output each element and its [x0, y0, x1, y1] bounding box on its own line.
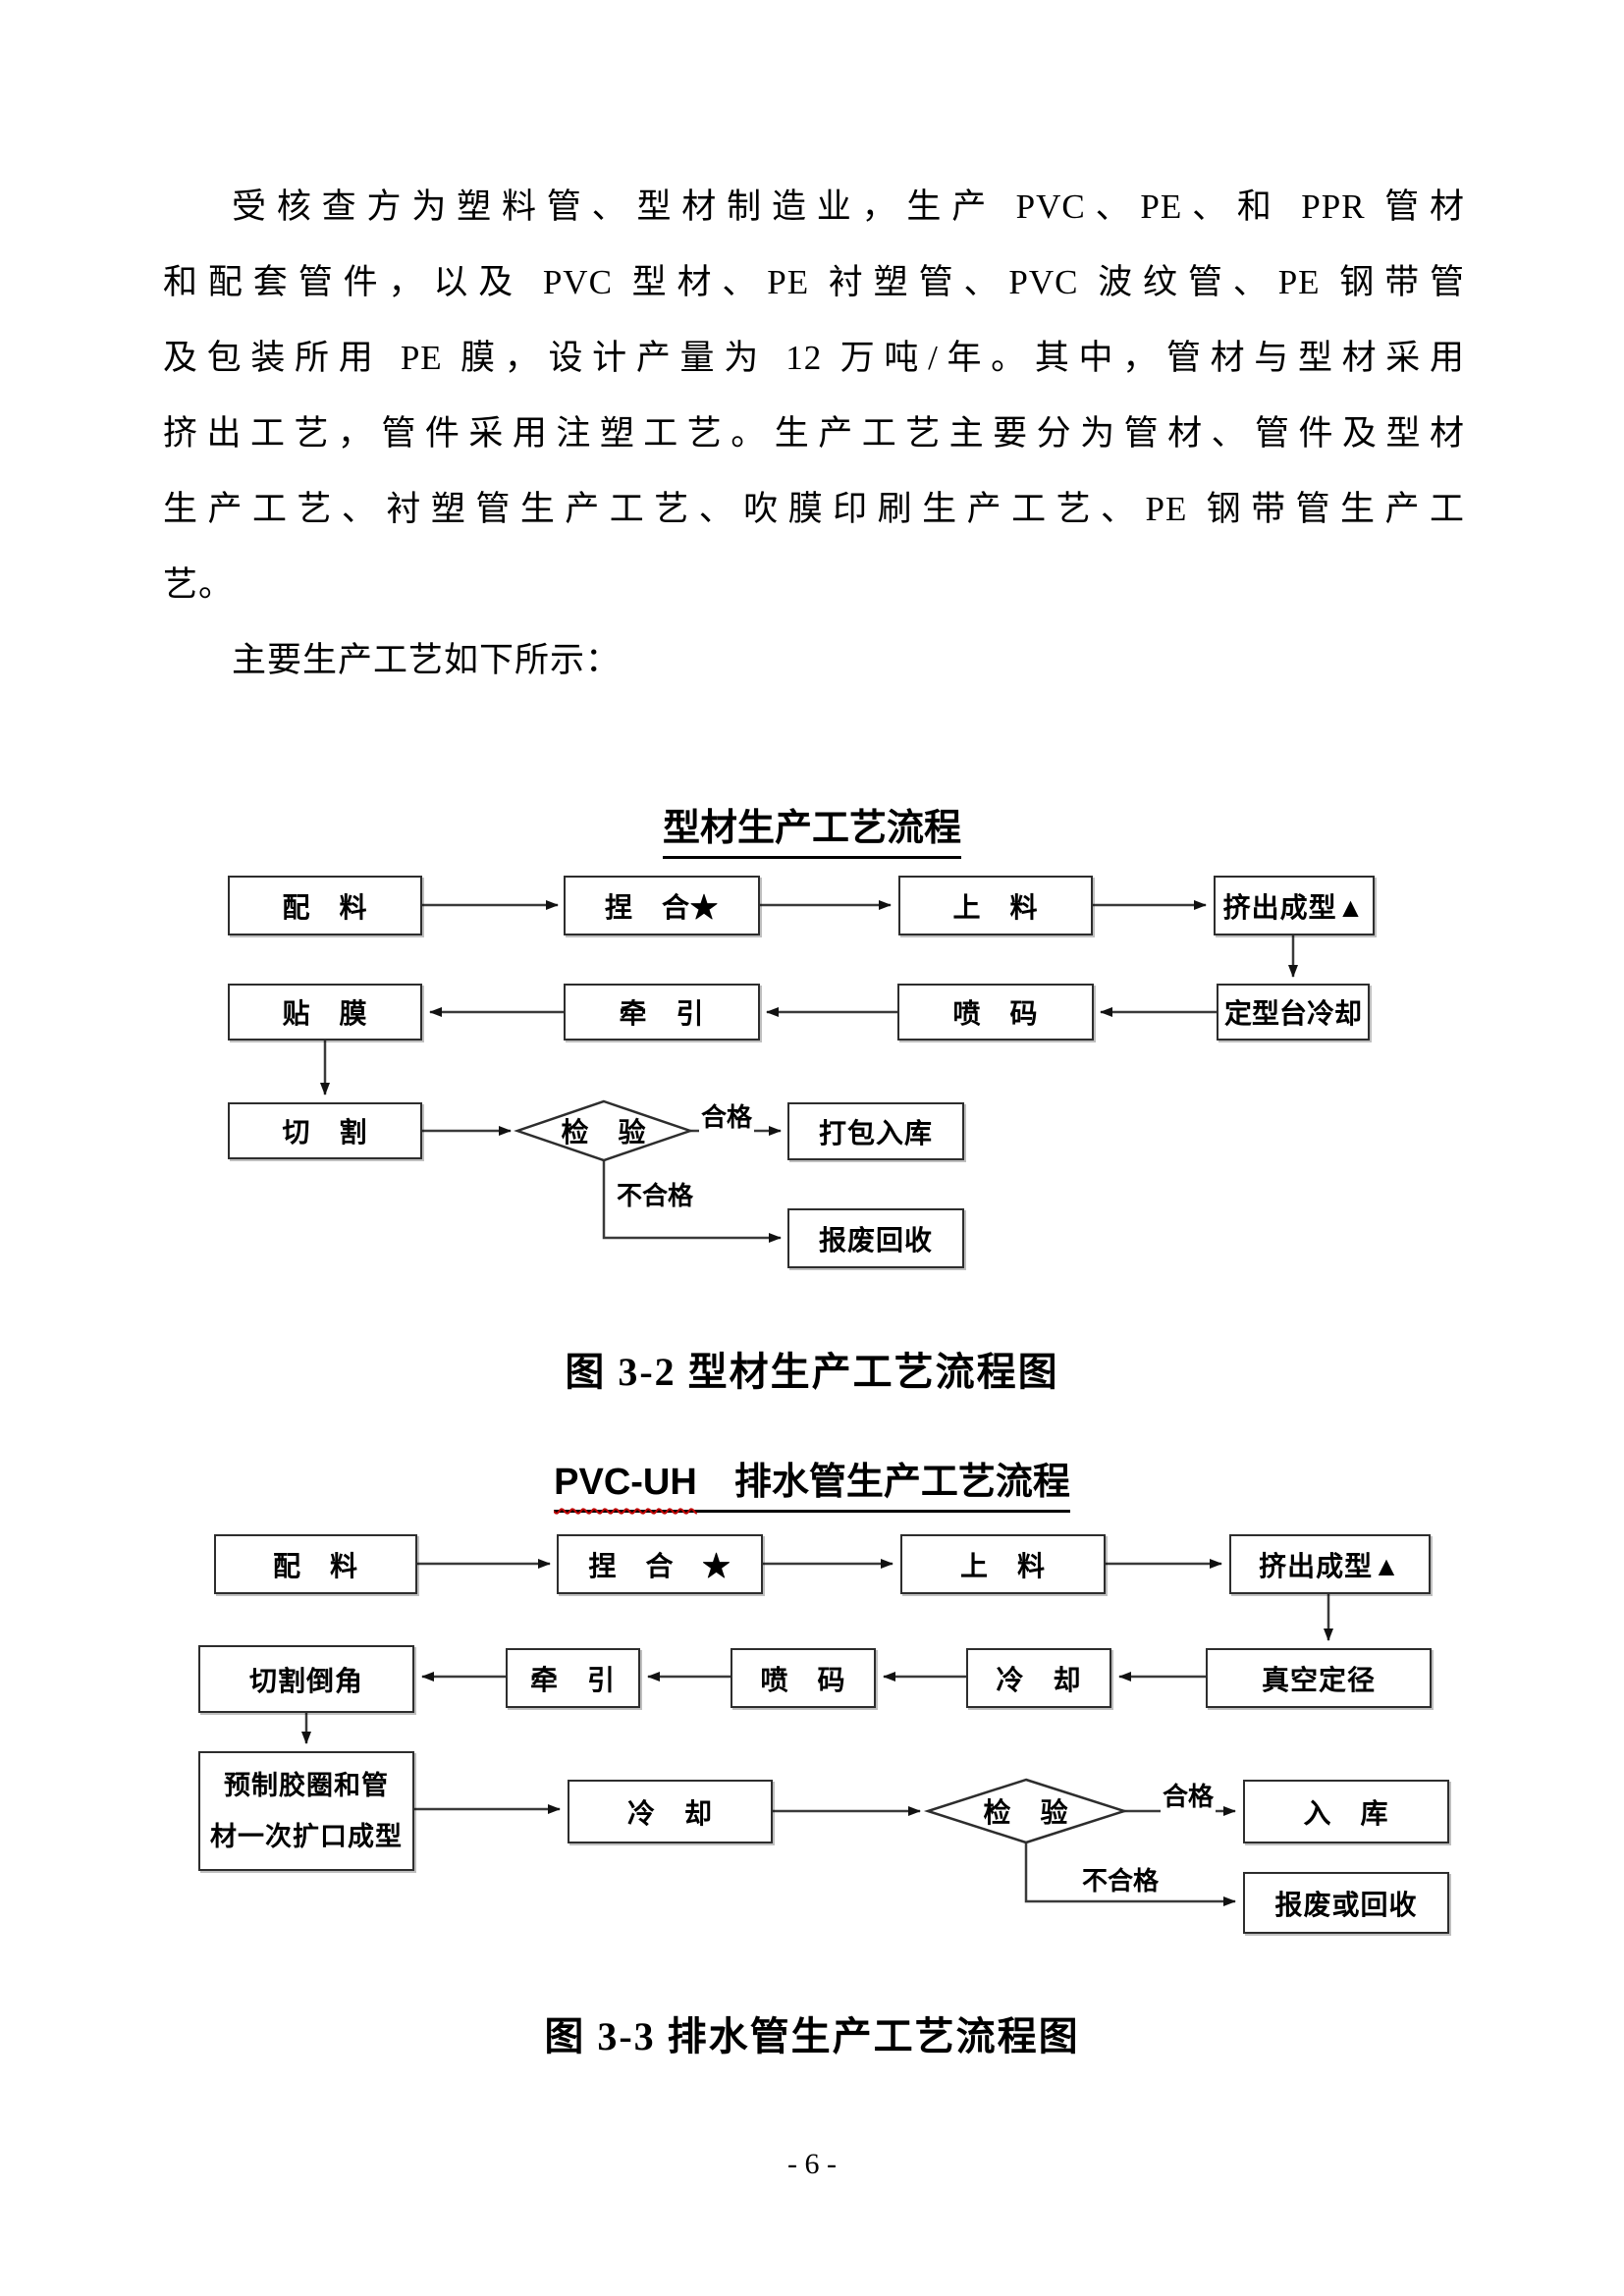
chart2-title-en: PVC-UH — [554, 1462, 697, 1503]
node2-baofei: 报废或回收 — [1243, 1872, 1449, 1934]
node2-lengque2: 冷 却 — [568, 1780, 773, 1843]
node2-lengque: 冷 却 — [966, 1648, 1111, 1708]
node2-zhenkongdingjing: 真空定径 — [1206, 1648, 1432, 1708]
paragraph-line: 受核查方为塑料管、型材制造业，生产 PVC、PE、和 PPR 管材 — [232, 187, 1465, 226]
arrow — [602, 1160, 782, 1243]
chart2-caption: 图 3-3 排水管生产工艺流程图 — [544, 2014, 1080, 2058]
node2-peiliao: 配 料 — [214, 1534, 417, 1594]
chart2-title-cn: 排水管生产工艺流程 — [696, 1462, 1070, 1503]
node-shangliao: 上 料 — [898, 876, 1093, 935]
paragraph-line: 和配套管件，以及 PVC 型材、PE 衬塑管、PVC 波纹管、PE 钢带管 — [163, 263, 1465, 301]
edge-label-fail: 不合格 — [615, 1176, 696, 1212]
decision-diamond — [923, 1778, 1129, 1844]
body-paragraph: 受核查方为塑料管、型材制造业，生产 PVC、PE、和 PPR 管材 和配套管件，… — [163, 169, 1465, 698]
decision-diamond — [514, 1099, 694, 1162]
edge-label-pass: 合格 — [699, 1097, 755, 1134]
chart2-title: PVC-UH 排水管生产工艺流程 — [0, 1451, 1624, 1513]
lead-in-line: 主要生产工艺如下所示： — [232, 641, 622, 679]
edge2-label-fail: 不合格 — [1080, 1861, 1162, 1897]
node2-qianyin: 牵 引 — [506, 1648, 640, 1708]
node2-qiegedaojiao: 切割倒角 — [198, 1645, 414, 1713]
node2-ruku: 入 库 — [1243, 1780, 1449, 1843]
node-dabaoruku: 打包入库 — [787, 1102, 964, 1160]
node-baofeihuishou: 报废回收 — [787, 1208, 964, 1268]
chart1-title: 型材生产工艺流程 — [0, 797, 1624, 859]
node2-yuzhi-line1: 预制胶圈和管 — [224, 1771, 389, 1800]
node-tiemo: 贴 膜 — [228, 984, 422, 1041]
node-qianyin: 牵 引 — [564, 984, 760, 1041]
node2-yuzhi-line2: 材一次扩口成型 — [210, 1822, 403, 1851]
decision-jianyan-label: 检 验 — [561, 1118, 647, 1148]
node-niehe: 捏 合★ — [564, 876, 760, 935]
node2-niehe: 捏 合 ★ — [557, 1534, 763, 1594]
node-qiege: 切 割 — [228, 1102, 422, 1159]
decision2-jianyan-label: 检 验 — [983, 1798, 1069, 1829]
chart1-caption: 图 3-2 型材生产工艺流程图 — [565, 1350, 1059, 1394]
paragraph-line: 生产工艺、衬塑管生产工艺、吹膜印刷生产工艺、PE 钢带管生产工 — [163, 490, 1465, 528]
node2-jichuchengxing: 挤出成型▲ — [1229, 1534, 1431, 1594]
paragraph-line: 及包装所用 PE 膜，设计产量为 12 万吨/年。其中，管材与型材采用 — [163, 339, 1465, 377]
edge2-label-pass: 合格 — [1161, 1777, 1217, 1813]
node-jichuchengxing: 挤出成型▲ — [1214, 876, 1375, 935]
page-number: - 6 - — [787, 2148, 837, 2180]
paragraph-line: 挤出工艺，管件采用注塑工艺。生产工艺主要分为管材、管件及型材 — [163, 414, 1465, 453]
node-peiliao: 配 料 — [228, 876, 422, 935]
node2-penma: 喷 码 — [731, 1648, 876, 1708]
node2-shangliao: 上 料 — [900, 1534, 1106, 1594]
paragraph-line: 艺。 — [163, 565, 235, 604]
node2-yuzhi: 预制胶圈和管 材一次扩口成型 — [198, 1751, 414, 1871]
node-penma: 喷 码 — [897, 984, 1094, 1041]
node-dingxingtai: 定型台冷却 — [1217, 984, 1370, 1041]
arrow — [1024, 1842, 1236, 1906]
